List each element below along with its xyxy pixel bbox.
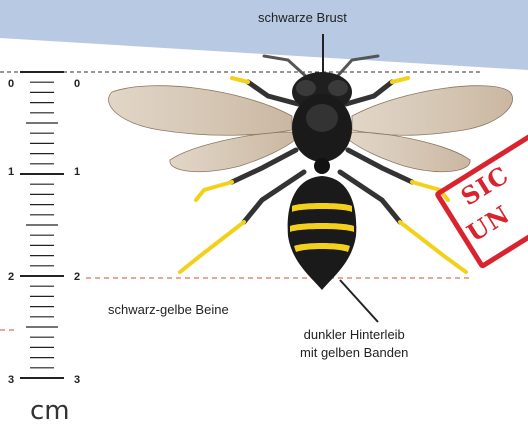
label-legs: schwarz-gelbe Beine <box>108 302 229 317</box>
label-abdomen: dunkler Hinterleib mit gelben Banden <box>300 326 408 362</box>
left-wings <box>109 86 295 172</box>
label-abdomen-line2: mit gelben Banden <box>300 344 408 362</box>
label-abdomen-line1: dunkler Hinterleib <box>300 326 408 344</box>
label-thorax: schwarze Brust <box>258 10 347 25</box>
